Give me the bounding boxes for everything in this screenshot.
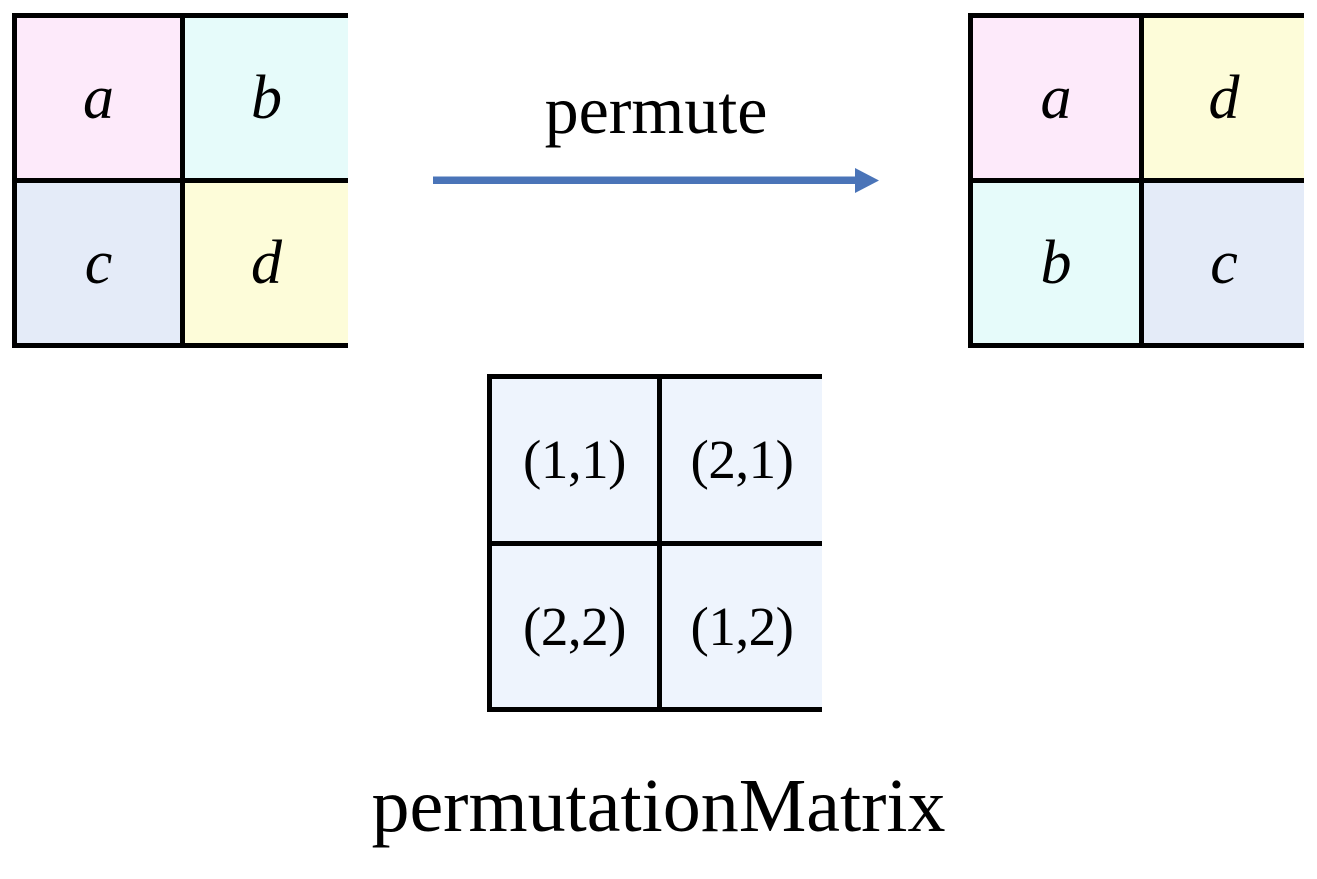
permutation-cell-2-2: (1,2) — [662, 545, 822, 707]
permuted-cell-d: d — [1144, 18, 1304, 178]
permutation-matrix-caption: permutationMatrix — [371, 764, 946, 848]
permuted-cell-c: c — [1144, 183, 1304, 343]
source-cell-c: c — [17, 183, 180, 343]
permuted-matrix: a d b c — [968, 13, 1304, 348]
permutation-matrix: (1,1) (2,1) (2,2) (1,2) — [487, 374, 822, 712]
source-matrix: a b c d — [12, 13, 348, 348]
permute-label: permute — [544, 72, 768, 148]
source-cell-b: b — [185, 18, 348, 178]
source-cell-a: a — [17, 18, 180, 178]
arrow-shape — [433, 168, 879, 193]
permutation-cell-2-1: (2,2) — [492, 545, 657, 707]
permuted-cell-b: b — [973, 183, 1139, 343]
permutation-cell-1-2: (2,1) — [662, 379, 822, 541]
permuted-cell-a: a — [973, 18, 1139, 178]
permutation-cell-1-1: (1,1) — [492, 379, 657, 541]
right-arrow-icon — [433, 168, 879, 193]
source-cell-d: d — [185, 183, 348, 343]
